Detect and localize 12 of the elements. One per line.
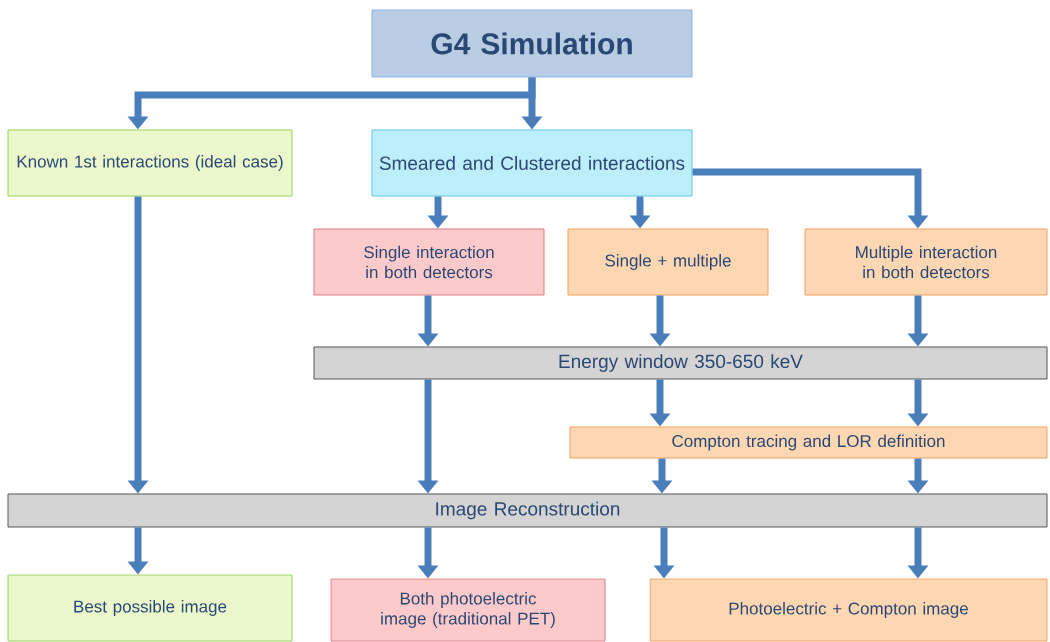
process-box: Single interaction in both detectors [313, 228, 545, 296]
result-box: Both photoelectric image (traditional PET) [330, 578, 606, 642]
process-box: Smeared and Clustered interactions [371, 129, 693, 197]
process-bar: Compton tracing and LOR definition [569, 426, 1048, 459]
process-bar: Image Reconstruction [7, 493, 1048, 528]
result-box: Photoelectric + Compton image [649, 578, 1048, 642]
process-box: Single + multiple [567, 228, 769, 296]
process-box: Multiple interaction in both detectors [804, 228, 1048, 296]
title-box: G4 Simulation [371, 9, 693, 78]
process-bar: Energy window 350-650 keV [313, 346, 1048, 380]
result-box: Best possible image [7, 574, 293, 642]
process-box: Known 1st interactions (ideal case) [7, 129, 293, 197]
